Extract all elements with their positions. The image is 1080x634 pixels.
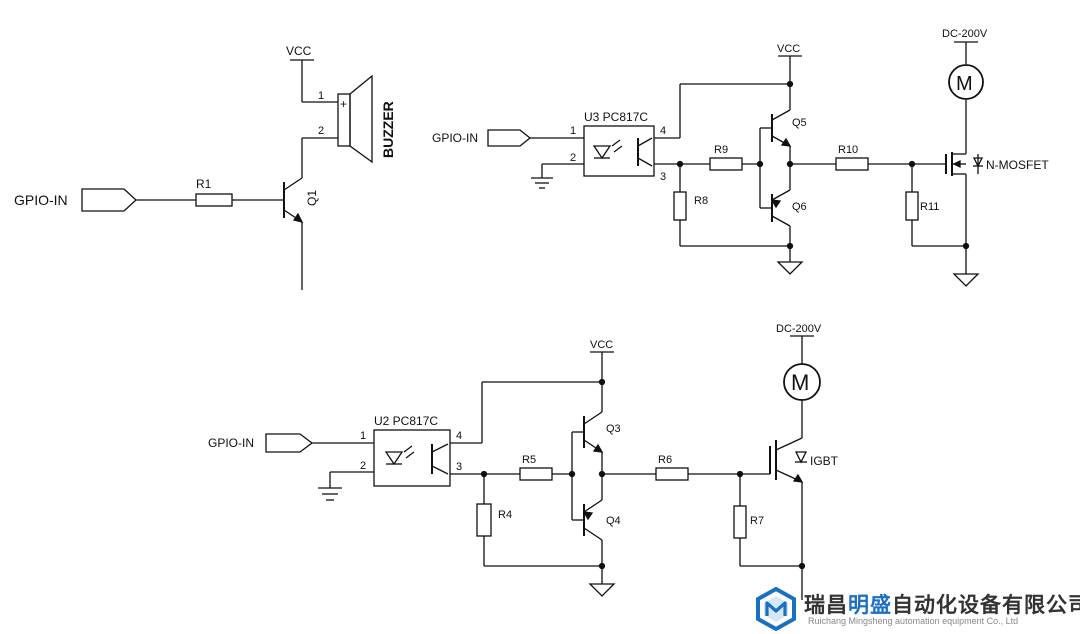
buzzer-label: BUZZER: [380, 101, 396, 158]
company-logo: 瑞昌明盛自动化设备有限公司 Ruichang Mingsheng automat…: [752, 586, 1080, 632]
u3-label: U3 PC817C: [584, 110, 648, 124]
r1-label: R1: [196, 177, 212, 191]
u3-led-icon: [592, 137, 653, 167]
resistor-r7: [733, 505, 747, 539]
company-name-cn: 瑞昌明盛自动化设备有限公司: [804, 589, 1080, 619]
igbt: [769, 437, 808, 483]
dc-200v-label-3: DC-200V: [776, 323, 822, 335]
resistor-r9: [709, 157, 743, 171]
company-name-en: Ruichang Mingsheng automation equipment …: [808, 616, 1019, 626]
gpio-in-connector-2: [487, 129, 532, 147]
r4-label: R4: [498, 509, 512, 521]
resistor-r11: [905, 191, 919, 221]
transistor-q1: [283, 177, 304, 223]
name-highlight: 明盛: [848, 593, 892, 617]
u3-pin-4: 4: [660, 125, 666, 137]
u2-pin-3: 3: [456, 461, 462, 473]
buzzer-polarity: +: [340, 97, 347, 111]
motor-2-label: M: [956, 73, 973, 95]
name-part-1: 瑞昌: [804, 593, 848, 617]
gpio-in-connector-3: [265, 433, 314, 453]
resistor-r4: [476, 503, 492, 537]
transistor-q5: [760, 109, 792, 147]
transistor-q6: [760, 189, 791, 227]
buzzer-circuit: GPIO-IN R1 Q1 VCC 1 2 + BUZZER: [14, 44, 396, 290]
n-mosfet: [945, 152, 984, 176]
resistor-r10: [835, 157, 869, 171]
buzzer-pin-2: 2: [318, 125, 324, 137]
u2-pin-1: 1: [360, 430, 366, 442]
motor-2: [948, 64, 984, 100]
resistor-r5: [519, 467, 553, 481]
vcc-label-3: VCC: [590, 339, 613, 351]
q6-label: Q6: [792, 201, 807, 213]
r11-label: R11: [920, 201, 939, 213]
r10-label: R10: [838, 144, 858, 156]
igbt-label: IGBT: [810, 454, 839, 468]
hexagon-m-logo-icon: [756, 587, 796, 631]
motor-3: [783, 363, 821, 401]
u3-pin-3: 3: [660, 171, 666, 183]
gpio-in-label-2: GPIO-IN: [432, 131, 478, 145]
gpio-in-label-3: GPIO-IN: [208, 436, 254, 450]
vcc-label-2: VCC: [777, 43, 800, 55]
u2-label: U2 PC817C: [374, 414, 438, 428]
name-part-2: 自动化设备有限公司: [892, 593, 1080, 617]
motor-3-label: M: [791, 370, 809, 395]
transistor-q4: [572, 499, 603, 541]
r7-label: R7: [750, 515, 764, 527]
r5-label: R5: [522, 454, 536, 466]
buzzer-pin-1: 1: [318, 90, 324, 102]
resistor-r8: [673, 191, 687, 221]
u2-pin-2: 2: [360, 460, 366, 472]
q3-label: Q3: [606, 423, 621, 435]
gpio-in-connector: [81, 188, 137, 212]
u3-pin-1: 1: [570, 125, 576, 137]
dc-200v-label-2: DC-200V: [942, 28, 988, 40]
vcc-label-1: VCC: [286, 44, 312, 58]
gpio-in-label: GPIO-IN: [14, 192, 68, 208]
r6-label: R6: [658, 454, 672, 466]
r9-label: R9: [714, 144, 728, 156]
optocoupler-u2: [373, 429, 451, 487]
q4-label: Q4: [606, 515, 621, 527]
u3-pin-2: 2: [570, 152, 576, 164]
q1-label: Q1: [305, 190, 319, 206]
transistor-q3: [572, 411, 604, 453]
mosfet-label: N-MOSFET: [986, 158, 1049, 172]
q5-label: Q5: [792, 117, 807, 129]
mosfet-circuit: GPIO-IN 1 2 U3 PC817C 4 3 R8: [432, 28, 1049, 287]
resistor-r6: [655, 467, 689, 481]
resistor-r1: [195, 193, 233, 207]
u2-pin-4: 4: [456, 430, 462, 442]
buzzer-symbol: [337, 74, 373, 164]
u2-led-icon: [384, 443, 449, 475]
r8-label: R8: [694, 195, 708, 207]
igbt-circuit: GPIO-IN 1 2 U2 PC817C 4 3 R4: [208, 323, 839, 600]
optocoupler-u3: [583, 125, 655, 177]
